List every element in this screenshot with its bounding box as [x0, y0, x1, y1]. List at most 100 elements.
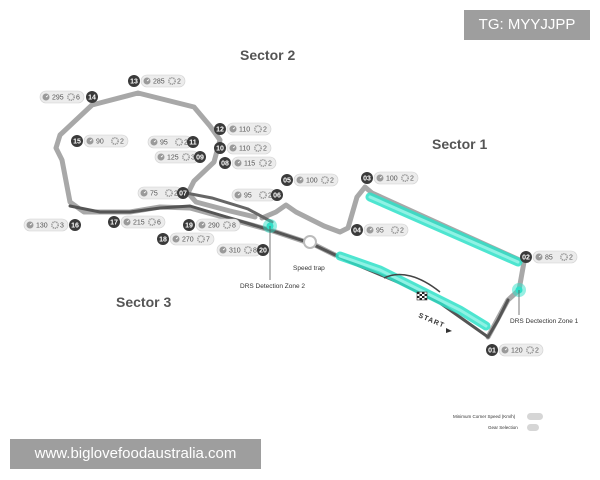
corner-speed: 285 [153, 79, 165, 86]
corner-number: 18 [159, 237, 167, 244]
corner-number-marker [214, 142, 226, 154]
corner-speed: 110 [239, 146, 250, 153]
corner-number-marker [157, 233, 169, 245]
corner-number-marker [361, 172, 373, 184]
corner-speed: 215 [133, 220, 145, 227]
speed-gauge-needle [232, 127, 236, 130]
drs-zone-2-label: DRS Detection Zone 2 [240, 283, 305, 290]
corner-14: 295 6 14 [39, 90, 98, 104]
start-arrow-icon [446, 328, 452, 333]
corner-speed: 95 [244, 193, 252, 200]
corner-gear: 2 [184, 140, 188, 147]
drs-zone-2 [335, 251, 491, 331]
speed-gauge-needle [153, 140, 157, 143]
corner-speed: 290 [208, 223, 220, 230]
gear-icon [168, 77, 177, 86]
corner-gear: 2 [177, 79, 181, 86]
speed-gauge-needle [160, 155, 164, 158]
corner-number: 11 [189, 140, 197, 147]
corner-12: 110 2 12 [214, 122, 272, 136]
watermark-bottom-left: www.biglovefoodaustralia.com [10, 439, 261, 469]
corner-speed: 100 [306, 178, 318, 185]
corner-number: 05 [283, 178, 291, 185]
chequered-flag-icon [416, 291, 428, 301]
corner-number: 15 [73, 139, 81, 146]
corner-number: 07 [179, 191, 187, 198]
corner-number-marker [271, 189, 283, 201]
corner-speed: 110 [239, 127, 250, 134]
corner-number: 06 [273, 193, 281, 200]
corner-number-marker [520, 251, 532, 263]
gear-icon [67, 93, 76, 102]
speed-trap-marker [303, 235, 317, 249]
corner-number: 20 [259, 248, 267, 255]
corner-gear: 2 [263, 127, 267, 134]
corner-number-marker [219, 157, 231, 169]
corner-number-marker [128, 75, 140, 87]
gear-icon [197, 235, 206, 244]
corner-number: 09 [196, 155, 204, 162]
gear-icon [525, 345, 534, 354]
corner-number: 16 [71, 223, 79, 230]
corner-number-marker [257, 244, 269, 256]
corner-number-marker [69, 219, 81, 231]
corner-gear: 6 [157, 220, 161, 227]
corner-number-marker [71, 135, 83, 147]
speed-gauge-needle [45, 95, 49, 98]
gear-icon [175, 138, 184, 147]
corner-number-marker [214, 123, 226, 135]
corner-number-marker [183, 219, 195, 231]
corner-13: 285 2 13 [128, 74, 186, 88]
corner-speed: 75 [150, 191, 158, 198]
corner-number-marker [108, 216, 120, 228]
corner-gear: 2 [330, 178, 334, 185]
corner-speed: 120 [511, 348, 523, 355]
gear-icon [258, 159, 267, 168]
corner-gear: 2 [120, 139, 124, 146]
corner-15: 90 2 15 [71, 134, 129, 148]
speed-gauge-needle [369, 228, 373, 231]
corner-gear: 2 [174, 191, 178, 198]
legend-gear-label: Gear Selection [488, 425, 518, 430]
corner-speed: 295 [52, 95, 64, 102]
corner-number: 12 [216, 127, 224, 134]
corner-speed: 90 [96, 139, 104, 146]
speed-gauge-needle [201, 223, 205, 226]
corner-gear: 8 [253, 248, 257, 255]
legend-speed-label: Minimum Corner Speed (Km/h) [453, 414, 516, 419]
gear-icon [223, 221, 232, 230]
corner-number-marker [351, 224, 363, 236]
corner-gear: 8 [232, 223, 236, 230]
corner-number: 13 [130, 79, 138, 86]
corner-number: 02 [522, 255, 530, 262]
speed-gauge-needle [126, 220, 130, 223]
corner-gear: 2 [535, 348, 539, 355]
speed-gauge-needle [379, 176, 383, 179]
speed-gauge-needle [232, 146, 236, 149]
corner-gear: 7 [206, 237, 210, 244]
corner-05: 100 2 05 [281, 173, 339, 187]
corner-gear: 2 [569, 255, 573, 262]
track-dark-section-2 [184, 191, 274, 224]
sector-1-label: Sector 1 [432, 136, 487, 152]
drs-zone-1-label: DRS Dectection Zone 1 [510, 318, 579, 325]
corner-gear: 2 [400, 228, 404, 235]
gear-icon [182, 153, 191, 162]
corner-number: 14 [88, 95, 96, 102]
corner-gear: 2 [268, 193, 272, 200]
corner-number: 10 [216, 146, 224, 153]
corner-speed: 115 [244, 161, 255, 168]
corner-gear: 6 [76, 95, 80, 102]
corner-number: 04 [353, 228, 361, 235]
gear-icon [258, 191, 267, 200]
speed-gauge-needle [29, 223, 33, 226]
